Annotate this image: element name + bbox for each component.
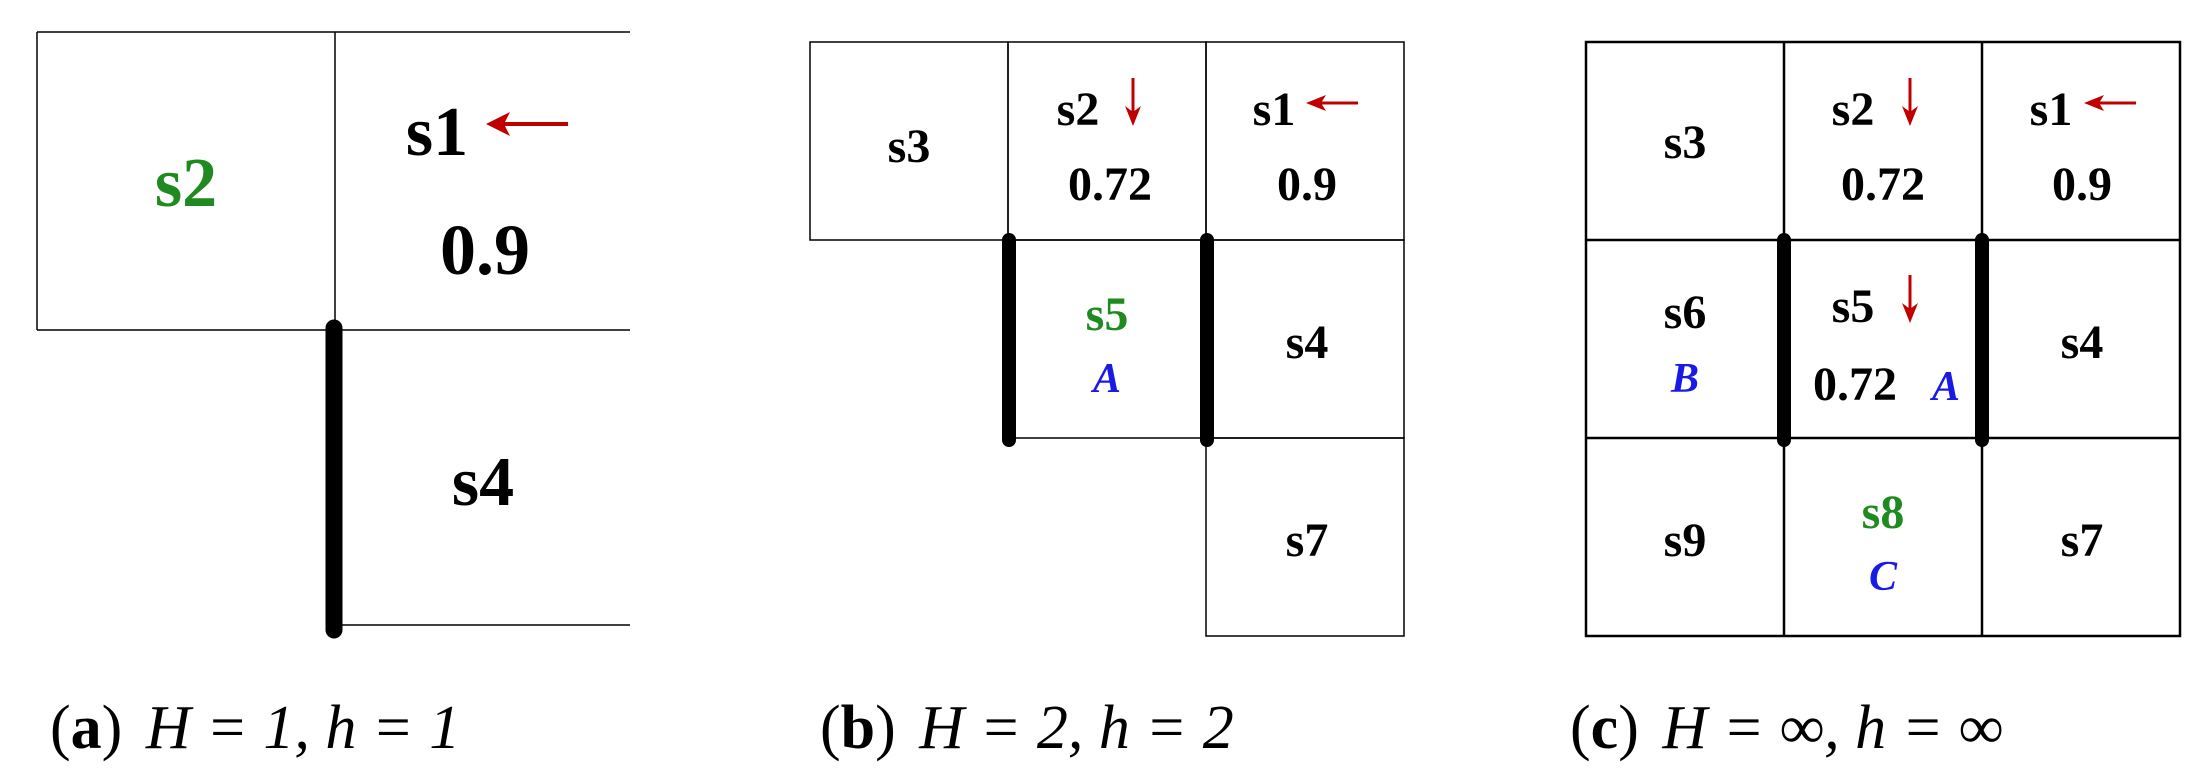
down-arrow-icon [1902,275,1918,323]
cell-b-s4: s4 [1286,316,1329,369]
cell-c-s9: s9 [1664,514,1707,567]
panel-c: s3 s2 0.72 s1 0.9 s6 B s5 0.72 A s4 s9 s… [1584,40,2182,638]
caption-c: (c) H = ∞, h = ∞ [1570,694,2003,762]
cell-b-s1: s1 [1253,83,1296,136]
cell-b-s2: s2 [1057,83,1100,136]
cell-c-s2: s2 [1832,83,1875,136]
cell-b-s3: s3 [888,120,931,173]
cell-a-s4: s4 [452,444,514,521]
cell-c-s5-action: A [1929,364,1960,410]
cell-b-s5-action: A [1090,356,1121,402]
cell-b-s7: s7 [1286,514,1329,567]
cell-c-s2-value: 0.72 [1841,158,1925,211]
cell-c-s6-action: B [1670,356,1699,402]
cell-c-s1-value: 0.9 [2052,158,2112,211]
cell-c-s8: s8 [1862,486,1905,539]
cell-c-s5: s5 [1832,280,1875,333]
cell-b-s2-value: 0.72 [1068,158,1152,211]
caption-b: (b) H = 2, h = 2 [820,694,1234,762]
cell-c-s1: s1 [2030,83,2073,136]
left-arrow-icon [2084,95,2136,111]
down-arrow-icon [1902,78,1918,126]
down-arrow-icon [1125,78,1141,126]
caption-a: (a) H = 1, h = 1 [50,694,460,762]
panel-b: s3 s2 0.72 s1 0.9 s5 A s4 s7 [809,41,1405,637]
cell-c-s8-action: C [1869,554,1898,600]
cell-c-s4: s4 [2061,316,2104,369]
cell-a-s2: s2 [155,145,217,222]
cell-a-s1: s1 [406,94,468,171]
left-arrow-icon [486,112,568,136]
left-arrow-icon [1306,95,1358,111]
cell-c-s3: s3 [1664,116,1707,169]
cell-c-s6: s6 [1664,286,1707,339]
cell-c-s5-value: 0.72 [1813,358,1897,411]
cell-b-s1-value: 0.9 [1277,158,1337,211]
panel-a: s2 s1 0.9 s4 [36,31,630,639]
cell-a-s1-value: 0.9 [440,210,530,290]
cell-c-s7: s7 [2061,514,2104,567]
cell-b-s5: s5 [1086,288,1129,341]
